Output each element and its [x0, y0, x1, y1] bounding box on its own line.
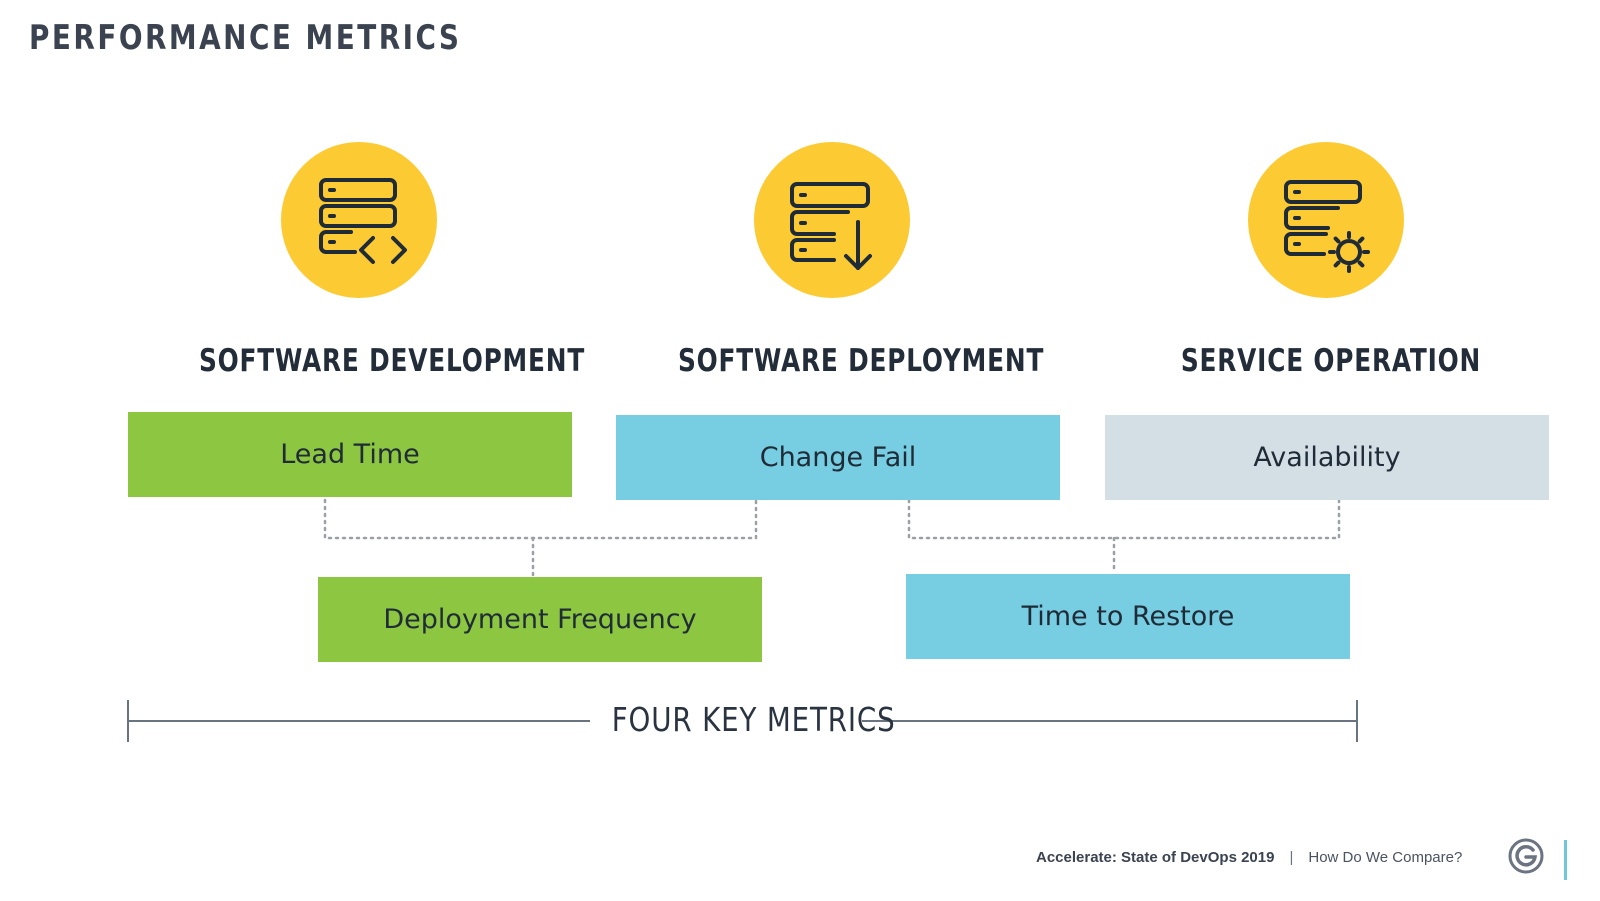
metric-label: Time to Restore: [1021, 601, 1235, 632]
footer-section: How Do We Compare?: [1308, 848, 1463, 866]
metric-change-fail: Change Fail: [616, 415, 1060, 500]
metric-label: Change Fail: [759, 442, 917, 473]
google-cloud-logo-icon: [1508, 838, 1544, 874]
server-download-icon: [754, 142, 910, 298]
metric-availability: Availability: [1105, 415, 1549, 500]
server-code-icon: [281, 142, 437, 298]
footer-separator: |: [1289, 848, 1294, 866]
metric-deployment-frequency: Deployment Frequency: [318, 577, 762, 662]
metric-label: Availability: [1253, 442, 1401, 473]
four-key-metrics-bracket: [127, 700, 1358, 742]
metric-label: Deployment Frequency: [383, 604, 697, 635]
category-heading-operation: SERVICE OPERATION: [1180, 343, 1482, 379]
server-gear-icon: [1248, 142, 1404, 298]
edge-accent-bar: [1564, 840, 1567, 880]
metric-time-to-restore: Time to Restore: [906, 574, 1350, 659]
page-title: PERFORMANCE METRICS: [29, 18, 462, 58]
footer: Accelerate: State of DevOps 2019 | How D…: [1036, 846, 1462, 868]
metric-label: Lead Time: [280, 439, 420, 470]
category-heading-deployment: SOFTWARE DEPLOYMENT: [678, 343, 1045, 379]
four-key-metrics-label: FOUR KEY METRICS: [611, 700, 896, 739]
footer-source: Accelerate: State of DevOps 2019: [1036, 848, 1275, 866]
metric-lead-time: Lead Time: [128, 412, 572, 497]
